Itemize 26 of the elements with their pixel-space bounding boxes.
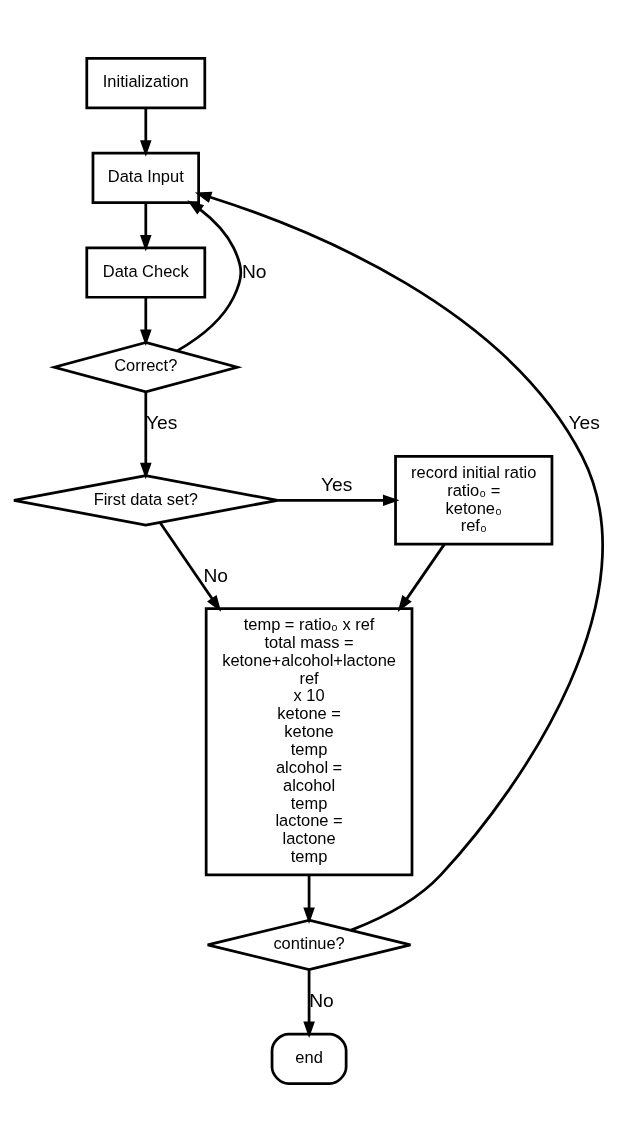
- edge-label: Yes: [568, 412, 600, 434]
- node-box: end: [270, 1032, 348, 1085]
- node-box: record initial ratio ratio₀ = ketone₀ ref₀: [394, 455, 554, 546]
- arrow: [176, 200, 243, 353]
- node-diamond: Correct?: [49, 341, 243, 394]
- arrow: [140, 108, 152, 157]
- arrow: [140, 392, 152, 480]
- edge-label: Yes: [145, 412, 178, 434]
- arrow: [140, 202, 152, 252]
- node-box: Data Input: [91, 151, 200, 204]
- edge-label: Yes: [321, 474, 353, 495]
- arrow: [277, 494, 400, 507]
- arrow: [303, 969, 315, 1039]
- arrow: [194, 191, 604, 932]
- edge-label: No: [309, 989, 334, 1011]
- edge-label: No: [241, 260, 267, 282]
- arrow: [158, 521, 222, 612]
- arrow: [397, 543, 446, 612]
- node-diamond: First data set?: [12, 474, 280, 527]
- edge-label: No: [203, 564, 229, 586]
- arrow: [140, 297, 152, 347]
- arrow: [303, 875, 315, 924]
- node-box: Data Check: [85, 246, 207, 299]
- node-diamond: continue?: [206, 918, 412, 972]
- node-box: temp = ratio₀ x ref total mass = ketone+alcohol+lactone ref x 10 ketone = ketone temp alcohol = alcohol temp lactone = lactone temp: [204, 607, 414, 877]
- node-box: Initialization: [85, 57, 207, 110]
